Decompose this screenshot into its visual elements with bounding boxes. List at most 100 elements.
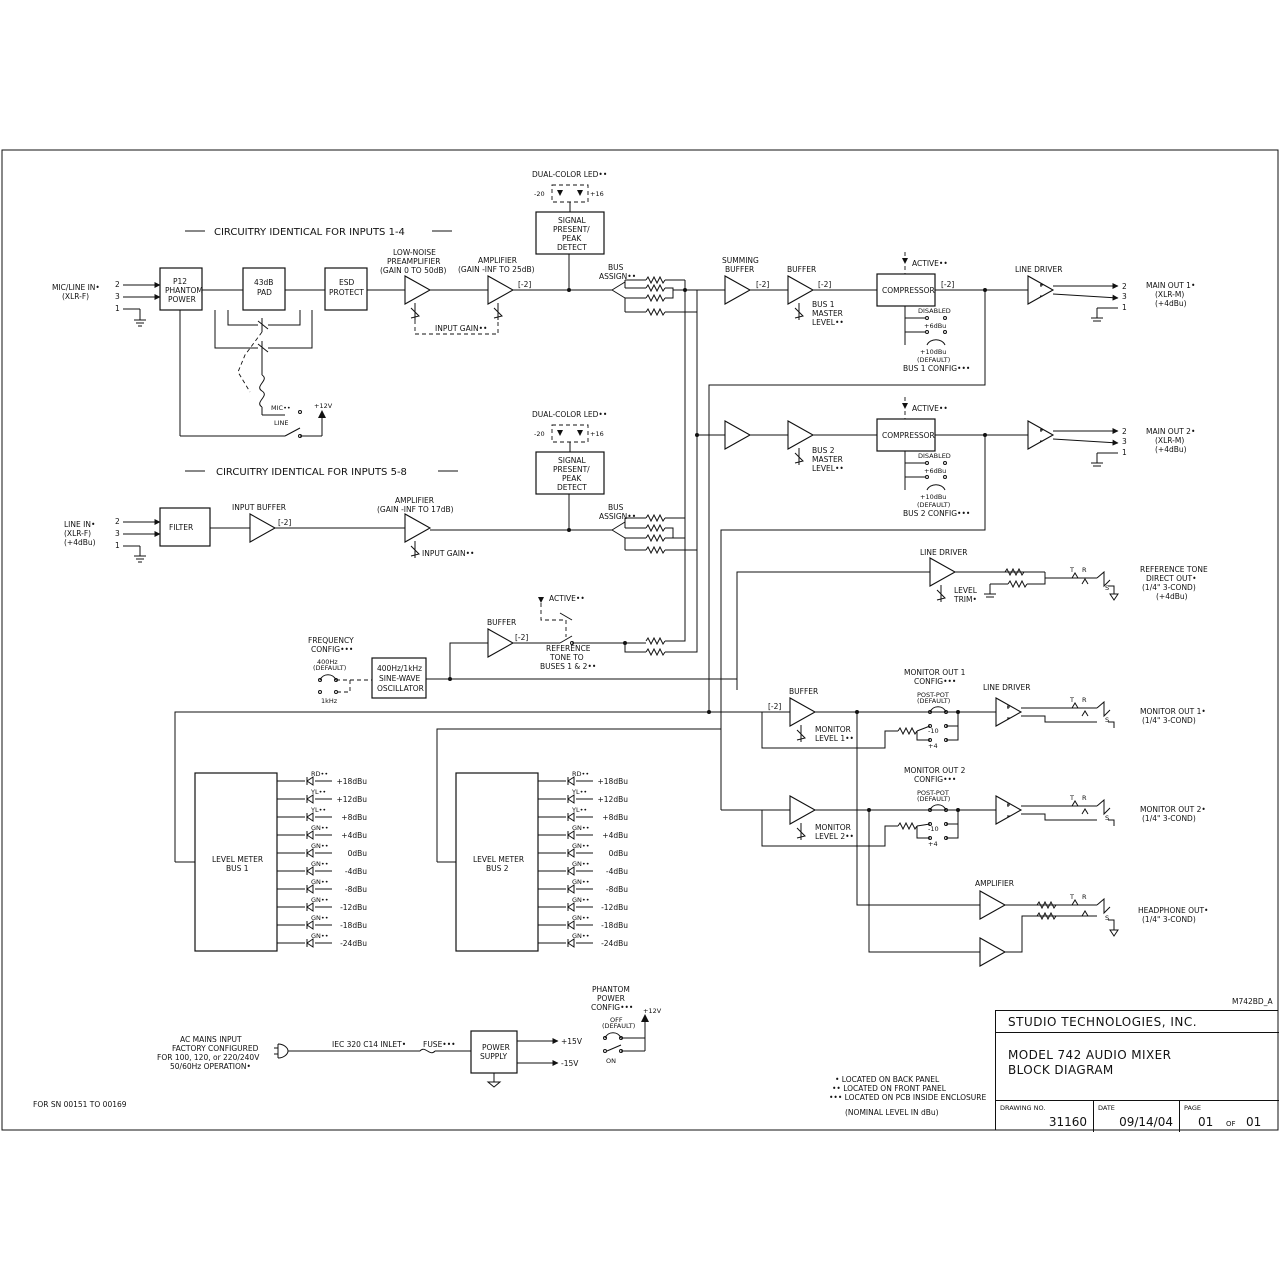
svg-text:R: R bbox=[1082, 566, 1087, 574]
bus-assign-1: BUS ASSIGN•• bbox=[599, 263, 685, 317]
svg-text:(DEFAULT): (DEFAULT) bbox=[917, 795, 950, 803]
svg-text:400Hz: 400Hz bbox=[317, 658, 338, 666]
svg-text:+12V: +12V bbox=[314, 402, 333, 410]
svg-text:DETECT: DETECT bbox=[557, 483, 587, 492]
svg-text:CONFIG•••: CONFIG••• bbox=[914, 775, 956, 784]
svg-text:AMPLIFIER: AMPLIFIER bbox=[975, 879, 1014, 888]
svg-text:MONITOR OUT 2: MONITOR OUT 2 bbox=[904, 766, 966, 775]
svg-text:(GAIN -INF TO 25dB): (GAIN -INF TO 25dB) bbox=[458, 265, 535, 274]
svg-text:FACTORY CONFIGURED: FACTORY CONFIGURED bbox=[172, 1044, 259, 1053]
svg-text:[-2]: [-2] bbox=[941, 280, 954, 289]
meter-bus-1-led-color-8: GN•• bbox=[311, 914, 329, 922]
svg-text:BUS 2: BUS 2 bbox=[812, 446, 835, 455]
svg-text:SIGNAL: SIGNAL bbox=[558, 216, 587, 225]
meter-bus-1-led-color-9: GN•• bbox=[311, 932, 329, 940]
svg-text:AC MAINS INPUT: AC MAINS INPUT bbox=[180, 1035, 242, 1044]
svg-text:CONFIG•••: CONFIG••• bbox=[311, 645, 353, 654]
reference-tone-active-switch: ACTIVE•• REFERENCE TONE TO BUSES 1 & 2•• bbox=[513, 594, 698, 671]
svg-text:T: T bbox=[1069, 696, 1074, 704]
sheet-border bbox=[1, 149, 1279, 1131]
meter-bus-2-led-color-3: GN•• bbox=[572, 824, 590, 832]
svg-text:BUFFER: BUFFER bbox=[789, 687, 818, 696]
svg-text:DUAL-COLOR LED••: DUAL-COLOR LED•• bbox=[532, 410, 607, 419]
svg-text:[-2]: [-2] bbox=[756, 280, 769, 289]
svg-text:(1/4" 3-COND): (1/4" 3-COND) bbox=[1142, 716, 1196, 725]
meter-bus-2-led-color-0: RD•• bbox=[572, 770, 589, 778]
svg-text:FOR 100, 120, or 220/240V: FOR 100, 120, or 220/240V bbox=[157, 1053, 260, 1062]
compressor-bus-1: ACTIVE•• COMPRESSOR [-2] DISABLED +6dBu … bbox=[876, 252, 970, 373]
svg-text:COMPRESSOR: COMPRESSOR bbox=[882, 286, 935, 295]
svg-text:LINE: LINE bbox=[274, 419, 289, 427]
summing-buffer-bus-2 bbox=[724, 420, 752, 450]
svg-text:[-2]: [-2] bbox=[818, 280, 831, 289]
svg-text:MONITOR: MONITOR bbox=[815, 823, 851, 832]
svg-text:TRIM•: TRIM• bbox=[953, 595, 977, 604]
svg-text:ON: ON bbox=[606, 1057, 616, 1065]
meter-bus-1-led-3: GN••+4dBu bbox=[277, 824, 367, 840]
monitor-out-1-chain: BUFFER [-2] MONITOR LEVEL 1•• MONITOR OU… bbox=[761, 668, 1206, 750]
meter-bus-2-led-color-8: GN•• bbox=[572, 914, 590, 922]
bus-assign-2: BUS ASSIGN•• bbox=[599, 503, 697, 555]
meter-bus-1-level-9: -24dBu bbox=[340, 939, 367, 948]
svg-text:BUS: BUS bbox=[608, 263, 624, 272]
meter-bus-1-led-7: GN••-12dBu bbox=[277, 896, 367, 912]
sine-wave-oscillator: 400Hz/1kHz SINE-WAVE OSCILLATOR bbox=[371, 657, 427, 699]
svg-text:(XLR-F): (XLR-F) bbox=[64, 529, 91, 538]
svg-text:SIGNAL: SIGNAL bbox=[558, 456, 587, 465]
svg-text:BUFFER: BUFFER bbox=[787, 265, 816, 274]
meter-bus-1-level-6: -8dBu bbox=[345, 885, 367, 894]
svg-text:BUS 1: BUS 1 bbox=[812, 300, 835, 309]
svg-text:PREAMPLIFIER: PREAMPLIFIER bbox=[387, 257, 440, 266]
svg-text:LEVEL METER: LEVEL METER bbox=[212, 855, 263, 864]
svg-text:OFF: OFF bbox=[610, 1016, 623, 1024]
phantom-power-config: PHANTOM POWER CONFIG••• OFF (DEFAULT) ON… bbox=[591, 985, 662, 1065]
page-label: PAGE bbox=[1184, 1104, 1201, 1112]
meter-bus-2-led-0: RD••+18dBu bbox=[538, 770, 628, 786]
pad-bypass-switching: MIC•• LINE +12V bbox=[179, 310, 333, 438]
svg-text:(DEFAULT): (DEFAULT) bbox=[917, 501, 950, 509]
meter-bus-2-led-9: GN••-24dBu bbox=[538, 932, 628, 948]
svg-text:BUS 2: BUS 2 bbox=[486, 864, 509, 873]
svg-text:(DEFAULT): (DEFAULT) bbox=[602, 1022, 635, 1030]
meter-bus-2-level-9: -24dBu bbox=[601, 939, 628, 948]
svg-text:3: 3 bbox=[115, 292, 120, 301]
svg-text:MONITOR OUT 1•: MONITOR OUT 1• bbox=[1140, 707, 1206, 716]
svg-text:-10: -10 bbox=[928, 727, 939, 735]
drawing-date: 09/14/04 bbox=[1119, 1115, 1173, 1129]
svg-text:LINE DRIVER: LINE DRIVER bbox=[983, 683, 1030, 692]
drawing-code: M742BD_A bbox=[1232, 997, 1273, 1006]
svg-text:LINE IN•: LINE IN• bbox=[64, 520, 95, 529]
meter-bus-2-led-7: GN••-12dBu bbox=[538, 896, 628, 912]
svg-text:AMPLIFIER: AMPLIFIER bbox=[478, 256, 517, 265]
meter-bus-2-level-2: +8dBu bbox=[602, 813, 628, 822]
svg-text:T: T bbox=[1069, 794, 1074, 802]
svg-text:LINE DRIVER: LINE DRIVER bbox=[920, 548, 967, 557]
svg-text:(GAIN -INF TO 17dB): (GAIN -INF TO 17dB) bbox=[377, 505, 454, 514]
svg-text:DIRECT OUT•: DIRECT OUT• bbox=[1146, 574, 1197, 583]
svg-text:PRESENT/: PRESENT/ bbox=[553, 465, 590, 474]
meter-bus-1-level-5: -4dBu bbox=[345, 867, 367, 876]
svg-text:MIC/LINE IN•: MIC/LINE IN• bbox=[52, 283, 100, 292]
svg-text:(GAIN 0 TO 50dB): (GAIN 0 TO 50dB) bbox=[380, 266, 447, 275]
meter-bus-1-led-6: GN••-8dBu bbox=[277, 878, 367, 894]
svg-text:TONE TO: TONE TO bbox=[549, 653, 584, 662]
svg-text:PHANTOM: PHANTOM bbox=[592, 985, 630, 994]
drawing-title-line-2: BLOCK DIAGRAM bbox=[1008, 1063, 1114, 1077]
meter-bus-1-level-3: +4dBu bbox=[341, 831, 367, 840]
svg-text:ACTIVE••: ACTIVE•• bbox=[912, 404, 948, 413]
svg-text:POWER: POWER bbox=[597, 994, 625, 1003]
meter-bus-2-led-color-5: GN•• bbox=[572, 860, 590, 868]
svg-text:[-2]: [-2] bbox=[518, 280, 531, 289]
meter-bus-1-led-9: GN•• -24dBu bbox=[277, 932, 367, 948]
svg-text:FILTER: FILTER bbox=[169, 523, 193, 532]
meter-bus-2-led-6: GN••-8dBu bbox=[538, 878, 628, 894]
page-number: 01 bbox=[1198, 1115, 1214, 1129]
svg-text:CIRCUITRY IDENTICAL FOR INPUTS: CIRCUITRY IDENTICAL FOR INPUTS 1-4 bbox=[214, 227, 405, 238]
meter-bus-1-led-color-5: GN•• bbox=[311, 860, 329, 868]
svg-text:CIRCUITRY IDENTICAL FOR INPUTS: CIRCUITRY IDENTICAL FOR INPUTS 5-8 bbox=[216, 467, 407, 478]
meter-bus-2-level-8: -18dBu bbox=[601, 921, 628, 930]
svg-text:LEVEL••: LEVEL•• bbox=[812, 318, 844, 327]
reference-tone-direct-out: LINE DRIVER LEVEL TRIM• R T S REFERENCE … bbox=[736, 548, 1208, 690]
meter-bus-1-level-7: -12dBu bbox=[340, 903, 367, 912]
meter-bus-2-led-3: GN••+4dBu bbox=[538, 824, 628, 840]
